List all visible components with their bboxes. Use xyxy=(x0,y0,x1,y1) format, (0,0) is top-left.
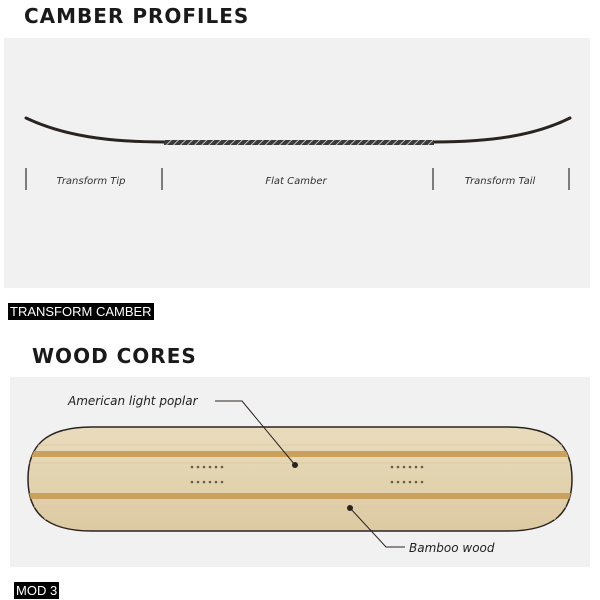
bamboo-leader-line xyxy=(349,507,405,548)
bamboo-leader-dot xyxy=(347,505,353,511)
flat-camber-segment xyxy=(164,140,434,145)
snowboard-core xyxy=(27,426,573,532)
bamboo-wood-label: Bamboo wood xyxy=(409,541,495,555)
bamboo-stringer-bottom xyxy=(28,493,572,499)
binding-inserts-right xyxy=(390,465,424,484)
camber-profile-diagram: Transform Tip Flat Camber Transform Tail xyxy=(24,116,572,190)
camber-caption: TRANSFORM CAMBER xyxy=(8,303,154,320)
transform-tail-label: Transform Tail xyxy=(465,176,536,187)
wood-cores-title: WOOD CORES xyxy=(32,344,197,368)
camber-profile-panel: Transform Tip Flat Camber Transform Tail xyxy=(4,38,590,288)
poplar-leader-line xyxy=(215,400,296,466)
binding-inserts-left xyxy=(190,465,224,484)
transform-tip-label: Transform Tip xyxy=(56,176,125,187)
flat-camber-label: Flat Camber xyxy=(265,176,327,187)
board-profile-line xyxy=(24,116,572,144)
wood-core-panel: American light poplar Bamboo wood xyxy=(10,377,590,567)
wood-core-diagram: American light poplar Bamboo wood xyxy=(27,394,573,555)
american-light-poplar-label: American light poplar xyxy=(67,394,199,408)
wood-caption: MOD 3 xyxy=(14,582,60,599)
poplar-leader-dot xyxy=(292,462,298,468)
camber-profiles-title: CAMBER PROFILES xyxy=(24,4,250,28)
bamboo-stringer-top xyxy=(28,451,572,457)
